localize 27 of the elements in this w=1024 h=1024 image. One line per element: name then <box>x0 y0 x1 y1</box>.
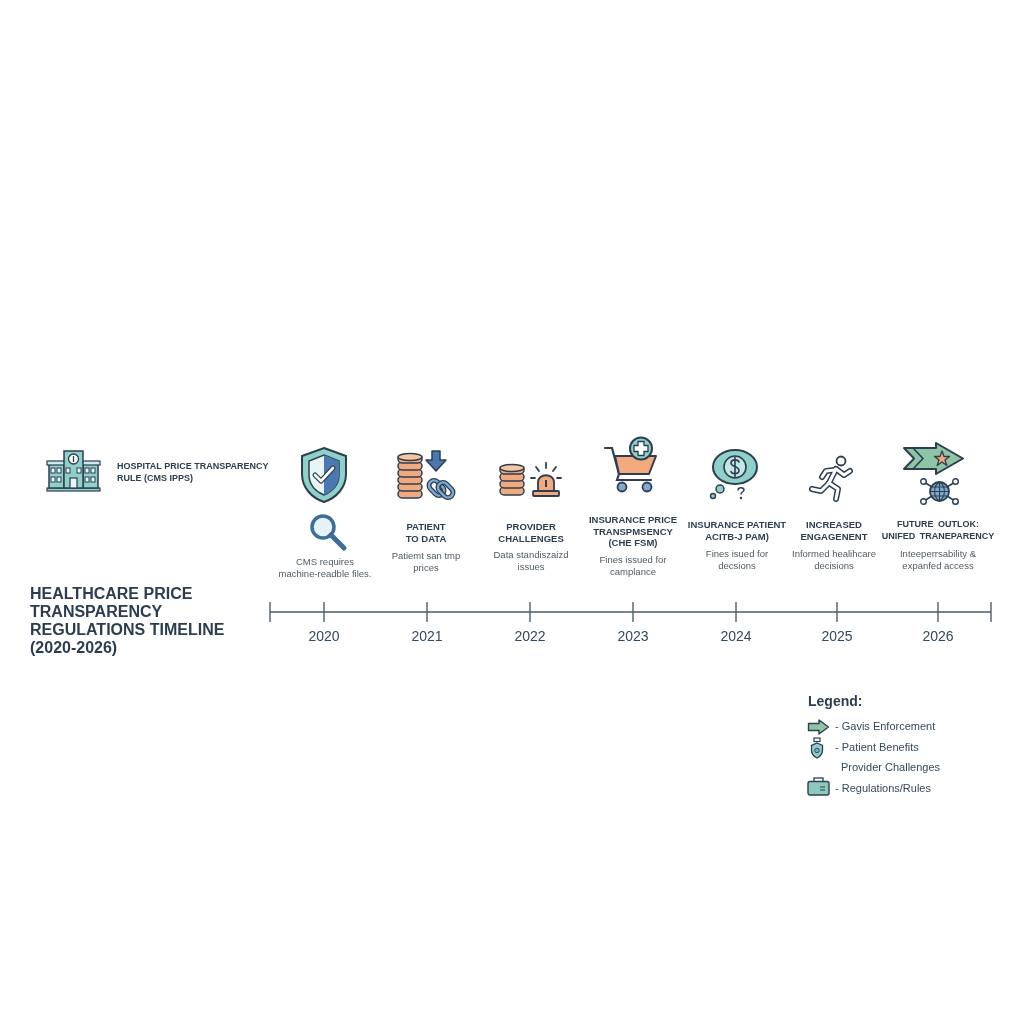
year-label: 2026 <box>921 628 955 644</box>
milestone-description: Patiemt san tmp prices <box>391 550 461 574</box>
year-label: 2020 <box>307 628 341 644</box>
milestone-description: Inteeperrsability & expanfed access <box>899 548 977 572</box>
diagram-title: HEALTHCARE PRICE TRANSPARENCY REGULATIONS TIMELINE (2020-2026) <box>30 585 226 657</box>
year-label: 2025 <box>820 628 854 644</box>
milestone-description: Informed healihcare decisions <box>791 548 877 572</box>
legend-label: - Regulations/Rules <box>835 781 932 795</box>
legend-label: - Patient Benefits <box>835 740 920 754</box>
legend-label: - Gavis Enforcement <box>835 719 937 733</box>
milestone-heading: INSURANCE PATIENT ACITB-J PAM) <box>687 519 787 542</box>
milestone-heading: PATIENT TO DATA <box>405 521 447 544</box>
year-label: 2021 <box>410 628 444 644</box>
milestone-description: Fines isued for decsions <box>705 548 769 572</box>
milestone-heading: PROVIDER CHALLENGES <box>497 521 565 544</box>
milestone-description: CMS requires machine-readble files. <box>278 556 372 580</box>
milestone-heading: FUTURE OUTLOK: UNIFED TRANEPARENCY <box>881 519 995 542</box>
year-label: 2023 <box>616 628 650 644</box>
rule-heading: HOSPITAL PRICE TRANSPARENCY RULE (CMS IPPS) <box>117 461 270 484</box>
year-label: 2022 <box>513 628 547 644</box>
year-label: 2024 <box>719 628 753 644</box>
legend-heading: Legend: <box>808 693 864 709</box>
milestone-description: Data standiszaizd issues <box>493 549 569 573</box>
milestone-heading: INCREASED ENGAGENENT <box>799 519 869 542</box>
milestone-description: Fines issued for camplance <box>598 554 668 578</box>
milestone-heading: INSURANCE PRICE TRANSPMSENCY (CHE FSM) <box>588 514 678 549</box>
legend-label: Provider Challenges <box>841 760 942 774</box>
